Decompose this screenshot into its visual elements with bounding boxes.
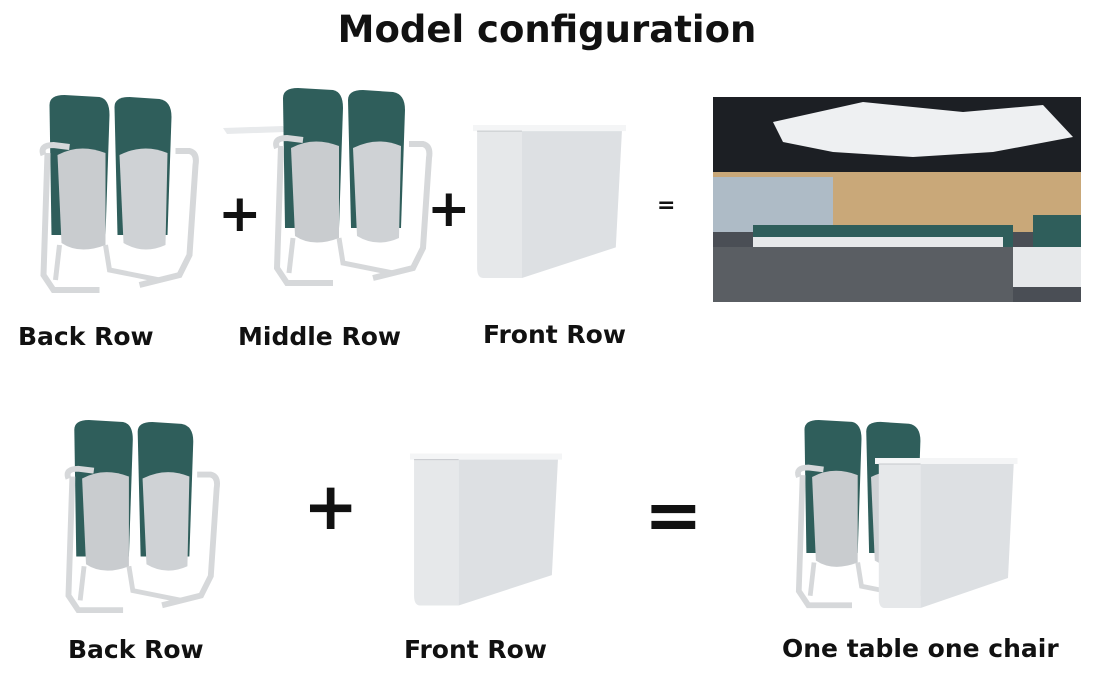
plus-operator: + bbox=[303, 468, 359, 545]
equals-operator: = bbox=[644, 474, 703, 556]
front-row-desk-image bbox=[472, 124, 627, 279]
back-row-chair-image bbox=[32, 95, 212, 295]
back-row-label: Back Row bbox=[68, 635, 204, 664]
front-row-desk-image bbox=[409, 452, 563, 607]
one-table-one-chair-label: One table one chair bbox=[782, 634, 1059, 663]
plus-operator: + bbox=[427, 179, 471, 239]
table-and-chair-combo-image bbox=[795, 420, 1018, 609]
front-row-label: Front Row bbox=[404, 635, 547, 664]
back-row-chair-image bbox=[55, 420, 235, 615]
equals-operator: = bbox=[657, 193, 676, 218]
front-row-label: Front Row bbox=[483, 320, 626, 349]
back-row-label: Back Row bbox=[18, 322, 154, 351]
middle-row-label: Middle Row bbox=[238, 322, 401, 351]
auditorium-photo bbox=[713, 97, 1081, 302]
page-title: Model configuration bbox=[337, 8, 757, 51]
plus-operator: + bbox=[218, 184, 262, 244]
middle-row-chair-image bbox=[223, 88, 428, 288]
